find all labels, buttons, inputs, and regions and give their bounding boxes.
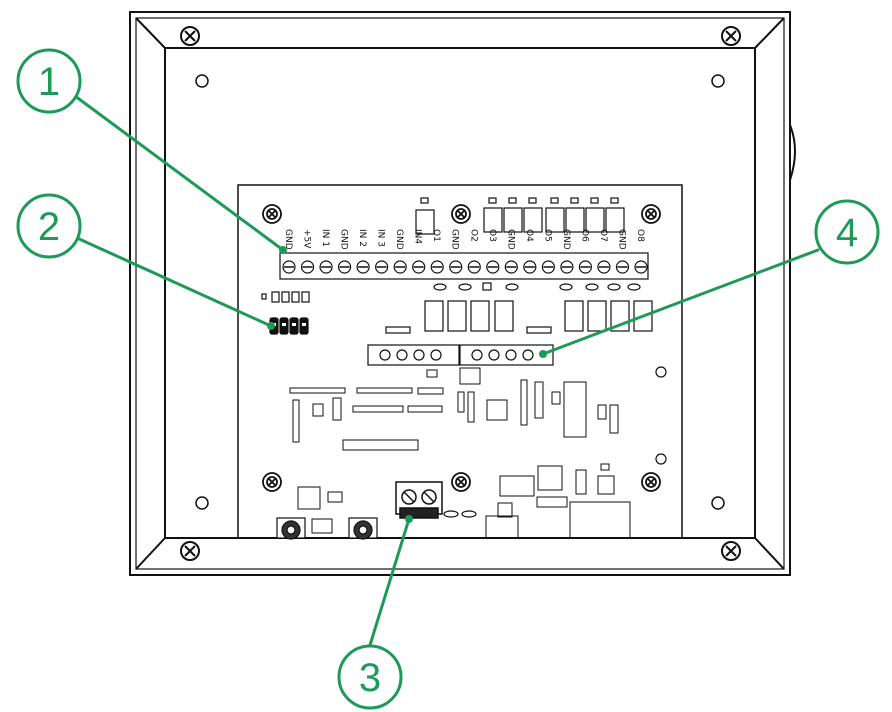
pcb-screw-icon	[262, 204, 282, 224]
terminal-label: GND	[561, 229, 571, 250]
terminal-label: IN 2	[357, 229, 367, 247]
terminal-label: +5V	[302, 229, 312, 249]
terminal-label: IN 1	[320, 229, 330, 247]
terminal-label: GND	[450, 229, 460, 250]
callout-2-circle	[16, 193, 82, 259]
callout-3-circle	[337, 644, 403, 710]
pcb-hole	[655, 453, 667, 465]
output-leds	[415, 197, 625, 235]
mounting-hole	[195, 496, 209, 510]
terminal-screw-icon	[560, 260, 574, 274]
mounting-hole	[711, 496, 725, 510]
terminal-label: O6	[579, 229, 589, 242]
terminal-label: GND	[505, 229, 515, 250]
jumper-headers	[367, 326, 554, 366]
pcb-screw-icon	[262, 472, 282, 492]
terminal-label: GND	[283, 229, 293, 250]
terminal-label: O2	[468, 229, 478, 242]
terminal-screw-icon	[597, 260, 611, 274]
mounting-hole	[195, 74, 209, 88]
terminal-screw-icon	[300, 260, 315, 274]
terminal-label: O8	[635, 229, 645, 242]
terminal-screw-icon	[449, 260, 463, 274]
callout-2-number: 2	[38, 205, 60, 249]
terminal-label: GND	[339, 229, 349, 250]
pcb-screw-icon	[641, 472, 661, 492]
callouts	[16, 48, 880, 710]
callout-leaders	[73, 94, 820, 647]
callout-1-leader	[73, 94, 285, 252]
power-terminal	[395, 481, 443, 519]
relays	[424, 300, 653, 332]
callout-4-leader	[541, 248, 820, 356]
terminal-label: O7	[598, 229, 608, 242]
terminal-label: IN 3	[376, 229, 386, 247]
pcb-screw-icon	[451, 472, 471, 492]
terminal-screw-icon	[634, 260, 648, 274]
callout-2-leader	[75, 236, 273, 328]
enclosure-screws	[180, 26, 741, 561]
mounting-hole	[711, 74, 725, 88]
callout-3-leader	[368, 517, 411, 647]
pcb-screw-icon	[451, 204, 471, 224]
terminal-label: O4	[524, 229, 534, 242]
oval-components	[433, 282, 641, 291]
terminal-screw-icon	[430, 260, 444, 274]
screw-icon	[180, 541, 200, 561]
terminal-screw-icon	[337, 260, 352, 274]
terminal-screw-icon	[467, 260, 481, 274]
smd-components	[289, 367, 631, 539]
terminal-screw-icon	[356, 260, 370, 274]
terminal-screw-icon	[504, 260, 518, 274]
terminal-screw-icon	[319, 260, 333, 274]
terminal-screw-icon	[615, 260, 630, 274]
callout-1-circle	[16, 48, 82, 114]
screw-icon	[180, 26, 200, 46]
terminal-label: GND	[616, 229, 626, 250]
dip-switch	[261, 291, 310, 335]
mounting-holes	[195, 74, 725, 510]
callout-4-circle	[814, 199, 880, 265]
pcb	[237, 184, 683, 540]
callout-1-number: 1	[38, 60, 60, 104]
screw-icon	[721, 541, 741, 561]
callout-4-number: 4	[836, 211, 858, 255]
terminal-label: GND	[394, 229, 404, 250]
callout-leader-dots	[267, 246, 547, 523]
terminal-screw-icon	[375, 260, 389, 274]
terminal-screw-icon	[412, 260, 426, 274]
callout-3-number: 3	[359, 656, 381, 700]
terminal-screw-icon	[578, 260, 593, 274]
terminal-screw-icon	[523, 260, 537, 274]
terminal-screw-icon	[393, 260, 407, 274]
screw-icon	[721, 26, 741, 46]
terminal-label: IN4	[413, 229, 423, 244]
pcb-screw-icon	[641, 204, 661, 224]
terminal-labels: GND +5V IN 1 GND IN 2 IN 3 GND IN4 O1 GND O2 O3 GND O…	[283, 229, 645, 250]
terminal-label: O3	[487, 229, 497, 242]
terminal-label: O1	[431, 229, 441, 242]
terminal-screw-icon	[282, 260, 296, 274]
terminal-block	[279, 252, 649, 280]
terminal-screw-icon	[541, 260, 555, 274]
terminal-screw-icon	[486, 260, 500, 274]
terminal-label: O5	[542, 229, 552, 242]
pcb-hole	[655, 366, 667, 378]
inductors	[276, 517, 378, 540]
